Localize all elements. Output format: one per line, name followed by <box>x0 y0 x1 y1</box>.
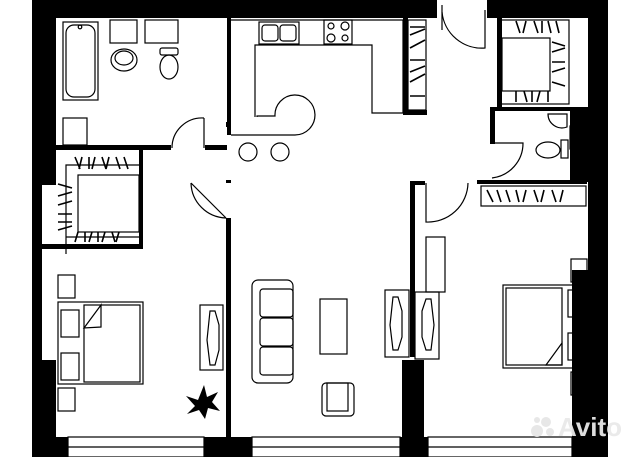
corner-sink-icon <box>547 113 568 129</box>
bathtub-icon <box>62 21 99 101</box>
bed-icon <box>502 284 587 369</box>
sofa-icon <box>251 279 294 384</box>
sink-icon <box>110 48 138 72</box>
fixtures <box>57 5 588 457</box>
toilet-icon <box>159 54 179 80</box>
coffee-table-icon <box>319 298 348 355</box>
stool-icon <box>270 142 290 162</box>
toilet-icon <box>535 141 561 159</box>
watermark-text: Avito <box>557 412 622 442</box>
hangers <box>57 20 566 243</box>
plant-icon <box>186 385 220 419</box>
walls <box>32 0 608 457</box>
avito-logo-icon <box>530 417 554 437</box>
watermark: Avito <box>530 412 622 443</box>
bed-icon <box>57 301 144 385</box>
stool-icon <box>238 142 258 162</box>
